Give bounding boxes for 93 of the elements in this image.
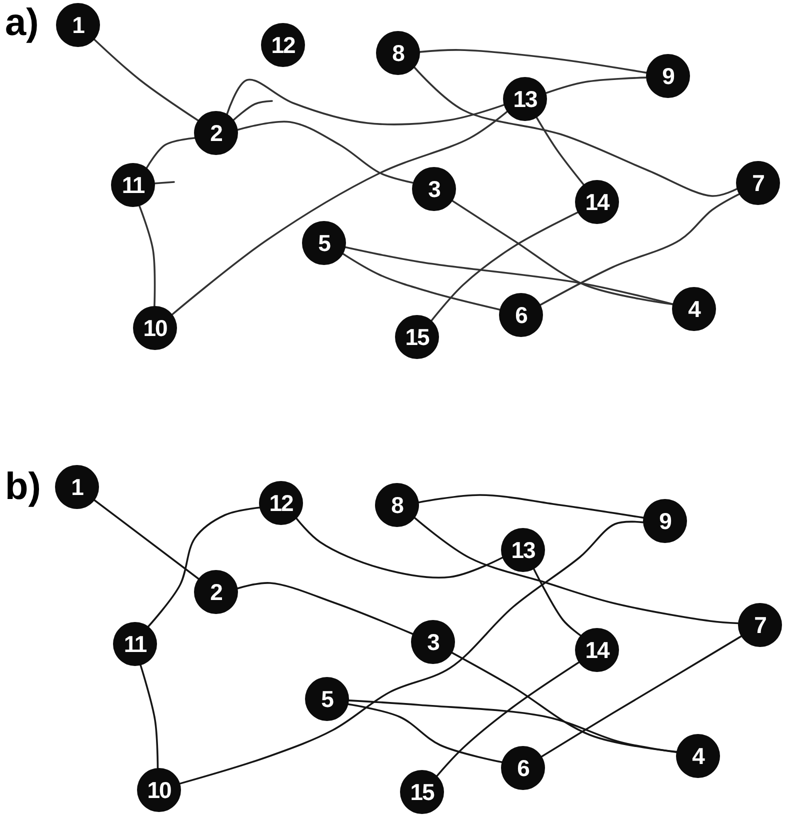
node-number: 11 <box>124 632 146 656</box>
circle-node <box>501 528 545 572</box>
circle-node <box>259 481 303 525</box>
connecting-line <box>436 661 580 777</box>
node-number: 5 <box>321 688 333 710</box>
node-number: 5 <box>318 232 330 254</box>
connecting-line <box>138 205 156 307</box>
connecting-line <box>452 200 674 306</box>
connecting-line <box>451 652 678 753</box>
circle-node <box>376 31 420 75</box>
connecting-line <box>540 193 740 306</box>
circle-node <box>55 465 99 509</box>
circle-node <box>676 734 720 778</box>
circle-node <box>503 77 547 121</box>
circle-node <box>261 23 305 67</box>
connecting-line <box>236 582 414 635</box>
node-number: 1 <box>72 14 84 36</box>
node-number: 7 <box>752 172 764 194</box>
circle-node <box>412 167 456 211</box>
circle-node <box>672 287 716 331</box>
connecting-line <box>146 137 196 169</box>
node-number: 14 <box>585 638 609 662</box>
connecting-line <box>348 700 678 754</box>
connecting-line <box>418 494 644 519</box>
connecting-line <box>94 499 200 580</box>
connecting-line <box>419 49 648 74</box>
circle-node <box>411 620 455 664</box>
circle-node <box>736 161 780 205</box>
connecting-line <box>147 506 260 628</box>
circle-node <box>400 770 444 814</box>
connecting-line <box>296 518 504 578</box>
circle-node <box>575 180 619 224</box>
connecting-line <box>179 520 644 784</box>
node-number: 15 <box>405 326 429 348</box>
node-number: 9 <box>659 510 671 532</box>
node-number: 3 <box>428 178 440 200</box>
circle-node <box>643 499 687 543</box>
panel-label: b) <box>5 468 41 506</box>
circle-node <box>738 603 782 647</box>
node-number: 12 <box>269 492 293 514</box>
connecting-line <box>171 110 508 316</box>
circle-node <box>501 746 545 790</box>
connecting-line <box>140 664 159 769</box>
connecting-line <box>533 568 582 636</box>
node-number: 7 <box>754 614 766 636</box>
circle-node <box>137 768 181 812</box>
circle-node <box>111 163 155 207</box>
circle-node <box>113 622 157 666</box>
node-number: 1 <box>71 476 83 498</box>
circle-node <box>395 315 439 359</box>
node-number: 8 <box>391 494 403 516</box>
node-number: 4 <box>692 744 704 768</box>
connecting-line <box>226 78 505 126</box>
node-number: 4 <box>688 298 700 320</box>
circle-node <box>194 111 238 155</box>
connecting-line <box>342 253 501 310</box>
connecting-line <box>536 116 584 186</box>
connecting-line <box>347 703 503 764</box>
node-number: 8 <box>392 42 404 64</box>
circle-node <box>305 677 349 721</box>
line-stub <box>232 100 273 121</box>
connecting-line <box>414 66 738 197</box>
connecting-line <box>540 635 742 758</box>
line-stub <box>154 181 175 184</box>
node-number: 6 <box>517 756 529 780</box>
circle-node <box>56 3 100 47</box>
node-number: 3 <box>427 630 439 654</box>
node-number: 2 <box>210 122 222 144</box>
node-number: 2 <box>210 580 222 604</box>
connecting-line <box>414 517 739 624</box>
node-number: 15 <box>410 780 434 804</box>
circle-node <box>646 54 690 98</box>
connecting-line <box>545 76 647 94</box>
node-number: 10 <box>143 316 167 340</box>
circle-node <box>499 293 543 337</box>
node-number: 11 <box>122 174 144 196</box>
node-number: 12 <box>271 34 295 56</box>
connecting-line <box>430 211 578 322</box>
node-number: 6 <box>515 304 527 326</box>
circle-node <box>302 221 346 265</box>
circle-node <box>375 483 419 527</box>
connecting-line <box>94 38 199 122</box>
connecting-line <box>236 120 414 184</box>
panel-label: a) <box>5 4 39 42</box>
connecting-line <box>344 246 674 305</box>
circle-node <box>575 628 619 672</box>
node-number: 9 <box>662 64 674 88</box>
circle-node <box>194 570 238 614</box>
node-number: 13 <box>511 538 535 562</box>
node-number: 14 <box>585 190 609 214</box>
node-number: 10 <box>147 778 171 802</box>
node-number: 13 <box>513 88 537 110</box>
circle-node <box>133 306 177 350</box>
